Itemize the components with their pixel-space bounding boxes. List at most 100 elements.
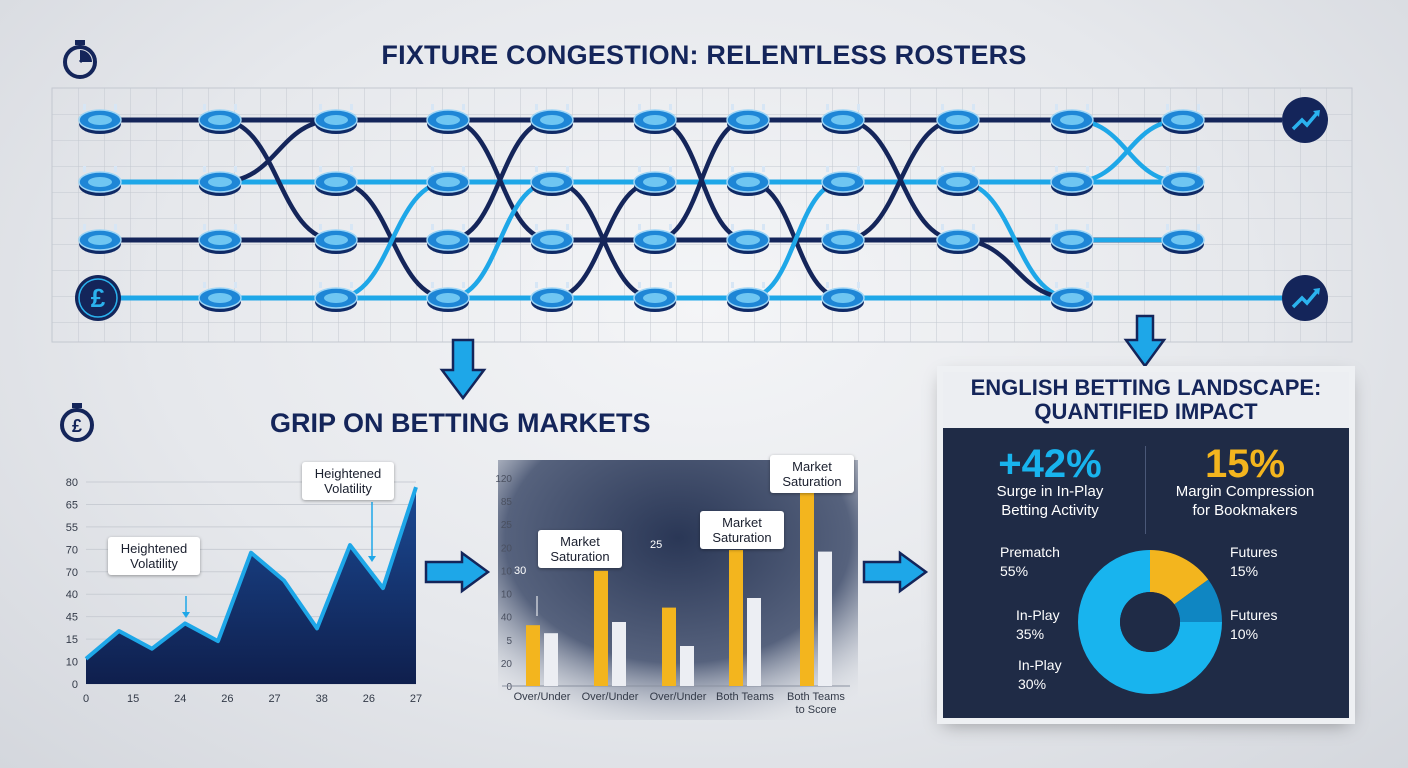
stadium-icon xyxy=(726,224,770,254)
pie-label-name: In-Play xyxy=(1016,607,1060,623)
kpi-value: +42% xyxy=(998,442,1102,486)
arrow-icon xyxy=(862,550,929,594)
pie-label-name: In-Play xyxy=(1018,657,1062,673)
bar-data-label: 30 xyxy=(514,565,526,577)
y-tick-label: 5 xyxy=(506,636,512,647)
area-fill xyxy=(86,487,416,684)
callout-pointer-head xyxy=(182,612,190,618)
x-tick-label: Over/Under xyxy=(582,691,639,703)
y-tick-label: 10 xyxy=(501,566,513,577)
stadium-icon xyxy=(530,224,574,254)
stadium-icon xyxy=(1161,224,1205,254)
annotation-callout: Heightened Volatility xyxy=(302,462,394,500)
x-tick-label: 0 xyxy=(83,693,89,705)
stadium-nodes xyxy=(78,104,1205,312)
x-tick-label: 26 xyxy=(221,693,233,705)
stadium-icon xyxy=(633,224,677,254)
bar xyxy=(526,625,540,686)
y-tick-label: 15 xyxy=(66,634,78,646)
pie-label: Futures 10% xyxy=(1230,606,1277,644)
page-title: FIXTURE CONGESTION: RELENTLESS ROSTERS xyxy=(381,40,1027,70)
stopwatch-icon: £ xyxy=(60,403,94,442)
area-line xyxy=(84,486,418,661)
bar xyxy=(544,633,558,686)
kpi-label-line: Betting Activity xyxy=(1001,502,1099,519)
stadium-icon xyxy=(1050,166,1094,196)
bar xyxy=(662,607,676,686)
stadium-icon xyxy=(78,224,122,254)
svg-text:£: £ xyxy=(72,416,82,436)
stadium-icon xyxy=(1050,104,1094,134)
donut-slice xyxy=(1174,579,1222,622)
annotation-callout: Market Saturation xyxy=(770,455,854,493)
y-tick-label: 0 xyxy=(506,682,512,693)
bar xyxy=(800,490,814,686)
pie-label-name: Futures xyxy=(1230,607,1278,623)
kpi-label-line: Margin Compression xyxy=(1175,483,1315,500)
bar xyxy=(729,550,743,686)
stadium-icon xyxy=(1050,224,1094,254)
x-tick-label: Over/Under xyxy=(650,691,707,703)
x-tick-label: 27 xyxy=(410,693,422,705)
market-share-donut xyxy=(1078,550,1222,694)
section-title: GRIP ON BETTING MARKETS xyxy=(270,408,651,438)
stadium-icon xyxy=(530,104,574,134)
kpi-label-line: Surge in In-Play xyxy=(996,483,1104,500)
y-tick-label: 0 xyxy=(72,679,78,691)
y-tick-label: 70 xyxy=(66,544,78,556)
y-tick-label: 45 xyxy=(66,612,78,624)
donut-slice xyxy=(1150,550,1209,605)
x-tick-label: 38 xyxy=(316,693,328,705)
stadium-icon xyxy=(1161,166,1205,196)
stadium-icon xyxy=(936,166,980,196)
stadium-icon xyxy=(1050,282,1094,312)
pie-label-pct: 15% xyxy=(1230,563,1259,579)
bar xyxy=(594,570,608,686)
stadium-icon xyxy=(198,166,242,196)
annotation-callout: Heightened Volatility xyxy=(108,537,200,575)
bar-marks xyxy=(526,490,832,686)
donut-slice xyxy=(1078,550,1222,694)
x-tick-label: 26 xyxy=(363,693,375,705)
stadium-icon xyxy=(530,166,574,196)
pie-label-pct: 30% xyxy=(1018,676,1047,692)
pie-label: In-Play 35% xyxy=(1016,606,1060,644)
stadium-icon xyxy=(821,224,865,254)
y-tick-label: 20 xyxy=(501,543,513,554)
y-tick-label: 10 xyxy=(66,657,78,669)
kpi-divider xyxy=(1145,446,1146,534)
stadium-icon xyxy=(198,282,242,312)
stadium-icon xyxy=(633,104,677,134)
annotation-callout: Market Saturation xyxy=(700,511,784,549)
bar xyxy=(612,622,626,686)
stadium-icon xyxy=(726,166,770,196)
stadium-icon xyxy=(198,224,242,254)
stadium-icon xyxy=(78,166,122,196)
stadium-icon xyxy=(314,282,358,312)
y-tick-label: 25 xyxy=(501,520,513,531)
annotation-callout: Market Saturation xyxy=(538,530,622,568)
pie-label-pct: 10% xyxy=(1230,626,1259,642)
arrow-icon xyxy=(439,338,487,401)
x-tick-label: 24 xyxy=(174,693,186,705)
pie-label-pct: 55% xyxy=(1000,563,1029,579)
stadium-icon xyxy=(726,104,770,134)
trend-up-icon xyxy=(1282,97,1328,143)
stadium-icon xyxy=(426,224,470,254)
y-tick-label: 55 xyxy=(66,522,78,534)
stadium-icon xyxy=(314,166,358,196)
pie-label: Futures 15% xyxy=(1230,543,1277,581)
stadium-icon xyxy=(426,166,470,196)
kpi-label-line: for Bookmakers xyxy=(1192,502,1298,519)
arrow-icon xyxy=(1123,314,1167,369)
arrow-icon xyxy=(424,550,491,594)
y-tick-label: 10 xyxy=(501,590,513,601)
stadium-icon xyxy=(426,282,470,312)
kpi-label: Surge in In-Play Betting Activity xyxy=(955,482,1145,520)
x-tick-label: to Score xyxy=(796,704,837,716)
y-tick-label: 65 xyxy=(66,499,78,511)
y-tick-label: 40 xyxy=(66,589,78,601)
